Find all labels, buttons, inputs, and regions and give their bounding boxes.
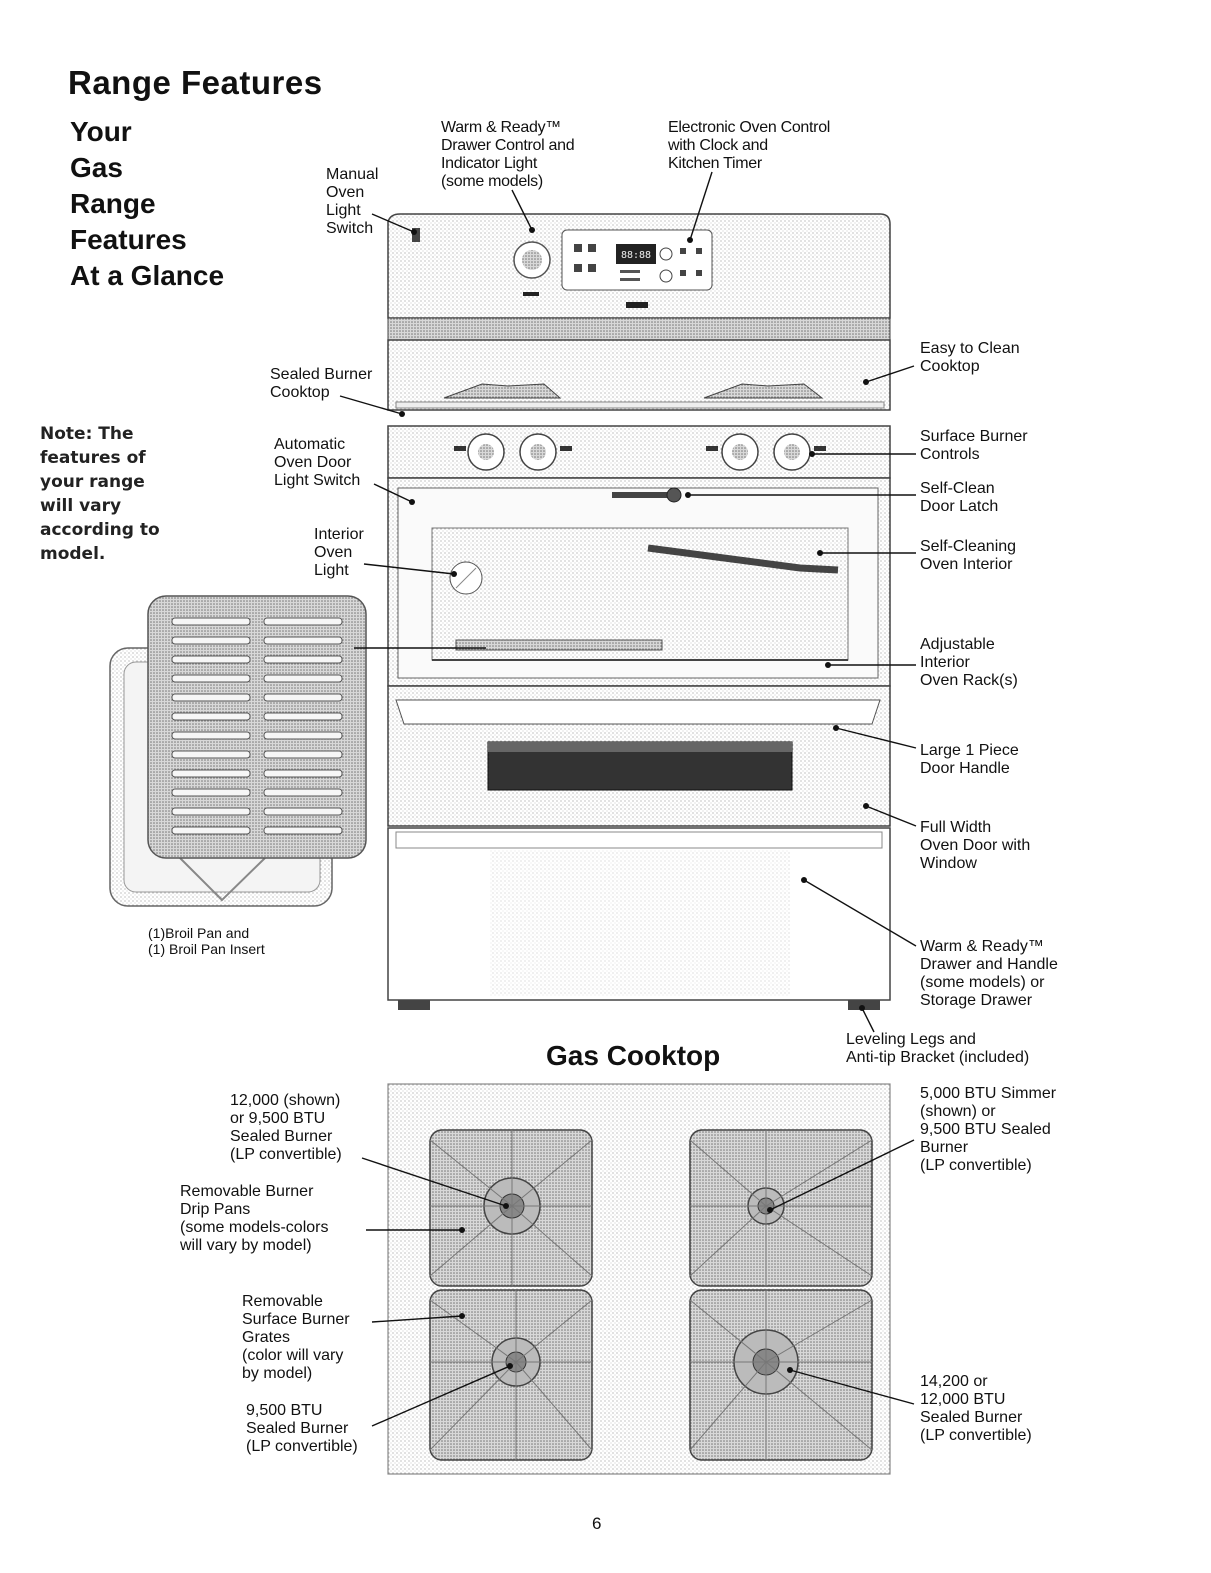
label-auto-door-light: Automatic Oven Door Light Switch [274, 436, 361, 489]
label-warm-ready-control: Warm & Ready™ Drawer Control and Indicat… [441, 119, 575, 190]
leader-lines [339, 171, 917, 1033]
broil-slot [171, 826, 251, 835]
label-self-clean-interior: Self-Cleaning Oven Interior [920, 538, 1017, 573]
page-number: 6 [592, 1514, 602, 1533]
note-line: will vary [40, 496, 122, 516]
broil-pan [109, 595, 367, 907]
range-body: 88:88 [387, 213, 891, 1010]
broil-slot [263, 750, 343, 759]
oven-clock-display: 88:88 [621, 250, 651, 261]
label-burner-12000: 12,000 (shown) or 9,500 BTU Sealed Burne… [230, 1092, 342, 1163]
side-title-line: Range [70, 188, 156, 219]
note-line: Note: The [40, 424, 134, 444]
broil-slot [171, 731, 251, 740]
broil-slot [171, 750, 251, 759]
broil-slot [263, 807, 343, 816]
broil-slot [263, 712, 343, 721]
broil-slot [263, 826, 343, 835]
label-burner-9500: 9,500 BTU Sealed Burner (LP convertible) [246, 1402, 358, 1455]
side-title-line: Gas [70, 152, 123, 183]
label-burner-5000: 5,000 BTU Simmer (shown) or 9,500 BTU Se… [920, 1085, 1057, 1174]
side-title: Your Gas Range Features At a Glance [70, 114, 224, 294]
label-grates: Removable Surface Burner Grates (color w… [242, 1293, 350, 1382]
broil-slot [263, 788, 343, 797]
broil-slot [171, 712, 251, 721]
side-title-line: At a Glance [70, 260, 225, 291]
broil-slot [263, 636, 343, 645]
note-line: according to [40, 520, 160, 540]
gas-cooktop-diagram [361, 1083, 915, 1475]
broil-slot [171, 788, 251, 797]
broil-insert-slots [171, 617, 343, 835]
broil-slot [263, 731, 343, 740]
broil-slot [171, 807, 251, 816]
label-warm-ready-drawer: Warm & Ready™ Drawer and Handle (some mo… [920, 938, 1058, 1009]
label-manual-light-switch: Manual Oven Light Switch [326, 166, 379, 237]
model-note: Note: The features of your range will va… [40, 422, 160, 566]
label-burner-14200: 14,200 or 12,000 BTU Sealed Burner (LP c… [920, 1373, 1032, 1444]
label-leveling-legs: Leveling Legs and Anti-tip Bracket (incl… [846, 1031, 1030, 1066]
label-easy-clean: Easy to Clean Cooktop [920, 340, 1020, 375]
label-door-latch: Self-Clean Door Latch [920, 480, 999, 515]
broil-slot [263, 674, 343, 683]
side-title-line: Features [70, 224, 187, 255]
broil-slot [171, 769, 251, 778]
note-line: features of [40, 448, 146, 468]
label-sealed-cooktop: Sealed Burner Cooktop [270, 366, 373, 401]
broil-slot [171, 674, 251, 683]
label-drip-pans: Removable Burner Drip Pans (some models-… [180, 1183, 329, 1254]
note-line: your range [40, 472, 145, 492]
label-door-handle: Large 1 Piece Door Handle [920, 742, 1019, 777]
broil-slot [263, 617, 343, 626]
label-surface-controls: Surface Burner Controls [920, 428, 1028, 463]
broil-slot [171, 617, 251, 626]
label-electronic-control: Electronic Oven Control with Clock and K… [668, 119, 831, 172]
side-title-line: Your [70, 116, 132, 147]
broil-slot [263, 769, 343, 778]
cooktop-title: Gas Cooktop [546, 1040, 721, 1071]
broil-slot [171, 636, 251, 645]
broil-slot [263, 693, 343, 702]
label-interior-light: Interior Oven Light [314, 526, 364, 579]
label-full-width-door: Full Width Oven Door with Window [920, 819, 1031, 872]
broil-slot [171, 655, 251, 664]
label-oven-rack: Adjustable Interior Oven Rack(s) [920, 636, 1018, 689]
page-title: Range Features [68, 64, 323, 101]
label-broil-pan: (1)Broil Pan and (1) Broil Pan Insert [148, 925, 265, 957]
note-line: model. [40, 544, 106, 564]
broil-slot [263, 655, 343, 664]
broil-slot [171, 693, 251, 702]
